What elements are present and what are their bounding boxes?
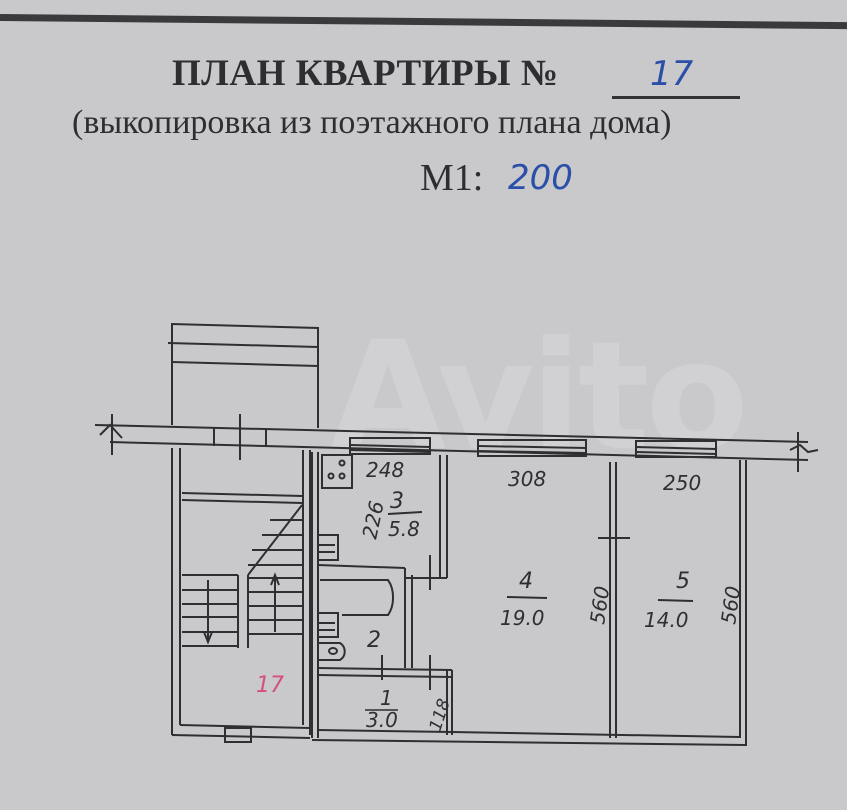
room-3-depth: 226 xyxy=(357,499,388,541)
room-labels: 248 3 5.8 226 308 4 19.0 560 250 5 14.0 … xyxy=(256,458,745,734)
apartment-number-underline xyxy=(612,96,740,99)
apartment-marker: 17 xyxy=(256,673,284,698)
room-5-width: 250 xyxy=(663,471,701,495)
room-3-number: 3 xyxy=(390,489,404,514)
room-5-number: 5 xyxy=(676,569,690,594)
room-4-width: 308 xyxy=(508,467,546,491)
toilet-icon xyxy=(317,642,346,661)
room-5-area: 14.0 xyxy=(644,608,689,632)
scale-value: 200 xyxy=(508,158,573,198)
washbasin-icon xyxy=(317,612,339,638)
room-1-dimension: 118 xyxy=(426,696,455,733)
apartment-walls xyxy=(311,452,747,746)
bathtub-icon xyxy=(320,579,395,616)
scale-label: М1: xyxy=(420,157,484,199)
room-1-number: 1 xyxy=(380,686,393,710)
stair-projection xyxy=(167,322,319,428)
room-4-number: 4 xyxy=(519,569,533,594)
page-subtitle: (выкопировка из поэтажного плана дома) xyxy=(72,104,672,141)
sink-icon xyxy=(317,534,339,561)
apartment-number: 17 xyxy=(650,54,694,94)
facade-wall xyxy=(94,414,819,472)
room-3-area: 5.8 xyxy=(388,517,420,541)
room-1-area: 3.0 xyxy=(366,708,398,732)
room-3-width: 248 xyxy=(366,458,404,482)
stove-icon xyxy=(321,454,353,489)
room-2-number: 2 xyxy=(367,628,381,653)
stairwell xyxy=(171,448,311,743)
room-4-depth: 560 xyxy=(585,585,614,626)
fixtures xyxy=(317,454,395,661)
room-5-depth: 560 xyxy=(716,585,745,626)
page-title: ПЛАН КВАРТИРЫ № xyxy=(172,53,559,94)
room-4-area: 19.0 xyxy=(500,606,545,630)
